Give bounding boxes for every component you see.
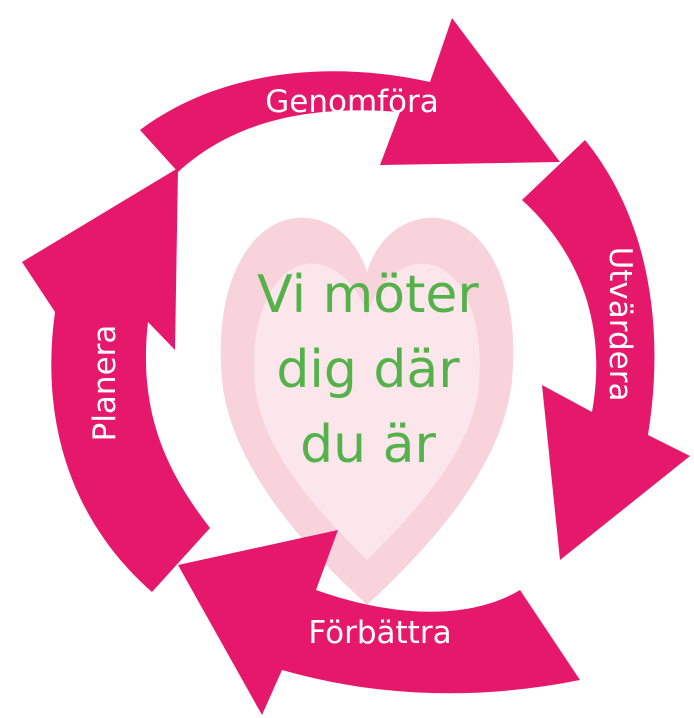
heart-icon bbox=[220, 217, 514, 605]
arrow-utvardera bbox=[522, 140, 690, 560]
step-label-utvardera: Utvärdera bbox=[602, 247, 638, 402]
arrow-forbattra bbox=[178, 530, 580, 715]
step-label-genomfora: Genomföra bbox=[265, 84, 439, 120]
center-line-1: Vi möter bbox=[257, 265, 479, 325]
step-label-forbattra: Förbättra bbox=[308, 615, 451, 651]
center-line-2: dig där bbox=[276, 340, 460, 400]
step-label-planera: Planera bbox=[87, 325, 123, 442]
heart-inner-shape bbox=[254, 263, 480, 560]
center-line-3: du är bbox=[300, 415, 436, 475]
arrow-genomfora bbox=[140, 18, 560, 172]
arrow-planera bbox=[22, 168, 210, 592]
